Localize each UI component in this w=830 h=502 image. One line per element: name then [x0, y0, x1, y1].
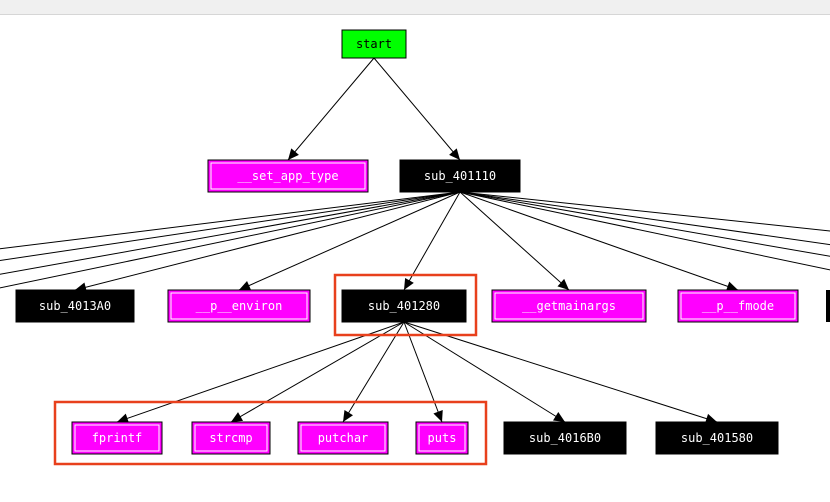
node-box[interactable] — [15, 289, 135, 323]
graph-node-sub_401580[interactable]: sub_401580 — [655, 421, 779, 455]
node-label: sub_401110 — [424, 169, 496, 183]
node-box[interactable] — [415, 421, 469, 455]
arrowhead-p_environ — [239, 280, 252, 291]
graph-node-set_app_type[interactable]: __set_app_type — [207, 159, 369, 193]
offscreen-edge-5 — [459, 191, 830, 246]
node-inner-border — [210, 162, 366, 190]
node-box[interactable] — [341, 29, 407, 59]
edge-sub_401280-to-puts — [403, 321, 443, 423]
node-label: __set_app_type — [237, 169, 338, 183]
node-inner-border — [300, 424, 386, 452]
arrowhead-puts — [433, 409, 443, 422]
node-inner-border — [74, 424, 160, 452]
offscreen-edges — [0, 191, 830, 322]
arrowhead-sub_401110 — [449, 148, 460, 160]
graph-node-putchar[interactable]: putchar — [297, 421, 389, 455]
edge-sub_401110-to-getmainargs — [459, 191, 570, 291]
node-box[interactable] — [191, 421, 271, 455]
arrowhead-sub_401580 — [705, 413, 717, 424]
node-inner-border — [170, 292, 308, 320]
graph-node-sub_4013A0[interactable]: sub_4013A0 — [15, 289, 135, 323]
edge-sub_401110-to-p_environ — [238, 191, 461, 291]
node-inner-border — [194, 424, 268, 452]
node-box[interactable] — [503, 421, 627, 455]
arrowhead-sub_401280 — [404, 277, 414, 290]
node-label: sub_4016B0 — [529, 431, 601, 445]
node-label: start — [356, 37, 392, 51]
graph-node-sub_401280[interactable]: sub_401280 — [341, 289, 467, 323]
offscreen-edge-6 — [459, 191, 830, 257]
graph-node-p_fmode[interactable]: __p__fmode — [677, 289, 799, 323]
node-box[interactable] — [677, 289, 799, 323]
node-box[interactable] — [399, 159, 521, 193]
arrowhead-getmainargs — [557, 278, 569, 290]
node-box[interactable] — [71, 421, 163, 455]
edge-sub_401280-to-putchar — [342, 321, 405, 423]
node-layer: start __set_app_type sub_401110 sub_4013A0 _… — [15, 29, 799, 455]
node-label: sub_401280 — [368, 299, 440, 313]
window-title-bar — [0, 0, 830, 15]
edge-start-to-set_app_type — [287, 57, 375, 161]
node-box[interactable] — [297, 421, 389, 455]
edge-sub_401280-to-sub_4016B0 — [403, 321, 566, 423]
edge-sub_401280-to-strcmp — [230, 321, 405, 423]
graph-node-p_environ[interactable]: __p__environ — [167, 289, 311, 323]
node-box[interactable] — [207, 159, 369, 193]
node-label: __p__environ — [196, 299, 283, 313]
graph-node-puts[interactable]: puts — [415, 421, 469, 455]
graph-node-strcmp[interactable]: strcmp — [191, 421, 271, 455]
arrowhead-p_fmode — [725, 281, 738, 292]
offscreen-edge-7 — [459, 191, 830, 271]
node-label: sub_4013A0 — [39, 299, 111, 313]
offscreen-node-stub[interactable] — [826, 290, 830, 322]
node-inner-border — [418, 424, 466, 452]
highlight-box-calls — [53, 400, 488, 466]
arrowhead-sub_4016B0 — [553, 411, 565, 422]
graph-node-fprintf[interactable]: fprintf — [71, 421, 163, 455]
node-label: sub_401580 — [681, 431, 753, 445]
edge-start-to-sub_401110 — [373, 57, 461, 161]
node-box[interactable] — [491, 289, 647, 323]
node-inner-border — [494, 292, 644, 320]
edge-sub_401280-to-sub_401580 — [403, 321, 718, 423]
edge-sub_401110-to-sub_401280 — [403, 191, 461, 291]
node-label: puts — [428, 431, 457, 445]
graph-node-sub_4016B0[interactable]: sub_4016B0 — [503, 421, 627, 455]
offscreen-edge-4 — [459, 191, 830, 232]
graph-node-sub_401110[interactable]: sub_401110 — [399, 159, 521, 193]
node-label: __p__fmode — [702, 299, 774, 313]
node-label: strcmp — [209, 431, 252, 445]
arrowhead-putchar — [343, 410, 353, 422]
graph-node-start[interactable]: start — [341, 29, 407, 59]
offscreen-edge-3 — [0, 191, 461, 289]
edge-sub_401280-to-fprintf — [116, 321, 405, 423]
node-label: fprintf — [92, 431, 143, 445]
highlight-box-sub_401280 — [333, 273, 478, 337]
offscreen-edge-2 — [0, 191, 461, 275]
edge-sub_401110-to-sub_4013A0 — [74, 191, 461, 291]
edge-layer — [74, 57, 739, 424]
arrowhead-fprintf — [117, 413, 130, 424]
node-box[interactable] — [167, 289, 311, 323]
arrowhead-set_app_type — [288, 148, 299, 160]
edge-sub_401110-to-p_fmode — [459, 191, 739, 291]
offscreen-edge-1 — [0, 191, 461, 262]
node-box[interactable] — [655, 421, 779, 455]
graph-node-getmainargs[interactable]: __getmainargs — [491, 289, 647, 323]
node-label: __getmainargs — [522, 299, 616, 313]
offscreen-edge-0 — [0, 191, 461, 250]
highlight-layer — [53, 273, 488, 466]
node-box[interactable] — [341, 289, 467, 323]
arrowhead-strcmp — [231, 412, 244, 422]
node-inner-border — [680, 292, 796, 320]
node-label: putchar — [318, 431, 369, 445]
